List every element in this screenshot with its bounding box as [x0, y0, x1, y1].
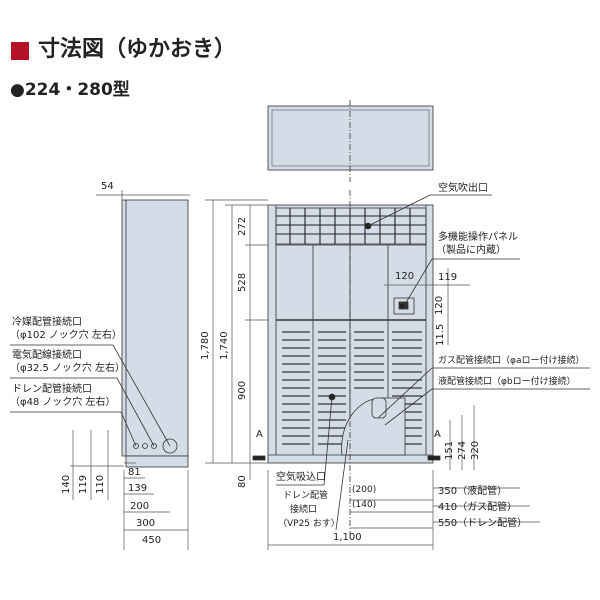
- dim-11-5: 11.5: [435, 323, 446, 346]
- dim-1100: 1,100: [333, 532, 362, 543]
- air-inlet-label: 空気吸込口: [276, 472, 326, 483]
- dim-1740: 1,740: [219, 331, 230, 360]
- dim-140-paren: (140): [352, 500, 377, 510]
- refrigerant-knock-label: （φ102 ノック穴 左右）: [10, 330, 122, 341]
- dim-119: 119: [78, 474, 89, 494]
- side-view: [121, 199, 189, 457]
- drain-knock-label: （φ48 ノック穴 左右）: [10, 397, 116, 408]
- dim-274: 274: [457, 440, 468, 460]
- title-marker: [11, 42, 29, 60]
- dim-272: 272: [237, 216, 248, 236]
- gas-port-label: ガス配管接続口（φaロー付け接続）: [438, 356, 585, 366]
- dim-528: 528: [237, 272, 248, 292]
- dim-550: 550（ドレン配管）: [438, 518, 528, 529]
- dim-900: 900: [237, 380, 248, 400]
- dim-300: 300: [136, 518, 156, 529]
- dim-450: 450: [142, 535, 162, 546]
- section-a-right: A: [434, 429, 441, 440]
- page-title: 寸法図（ゆかおき）: [38, 37, 237, 62]
- electric-port-label: 電気配線接続口: [12, 350, 82, 361]
- dim-80: 80: [237, 475, 248, 488]
- drain-pipe-label-3: （VP25 おす）: [278, 519, 340, 529]
- dim-410: 410（ガス配管）: [438, 502, 518, 513]
- top-view: [267, 105, 434, 171]
- refrigerant-port-label: 冷媒配管接続口: [12, 317, 82, 328]
- dim-140: 140: [61, 474, 72, 494]
- dim-200-paren: (200): [352, 485, 377, 495]
- panel-label: 多機能操作パネル: [438, 232, 518, 243]
- drain-pipe-label: ドレン配管: [283, 491, 329, 501]
- dim-139: 139: [128, 483, 148, 494]
- dim-200: 200: [130, 501, 150, 512]
- dim-151: 151: [444, 440, 455, 460]
- air-outlet-label: 空気吹出口: [438, 183, 488, 194]
- dim-120-horizontal: 120: [395, 271, 415, 282]
- dim-120-vertical: 120: [434, 295, 445, 315]
- dim-119-right: 119: [438, 272, 458, 283]
- model-label: ●224・280型: [10, 80, 130, 100]
- dim-1780: 1,780: [200, 331, 211, 360]
- dim-54: 54: [101, 181, 114, 192]
- liquid-port-label: 液配管接続口（φbロー付け接続）: [438, 377, 576, 387]
- air-outlet-grill: [275, 207, 427, 245]
- dim-320: 320: [470, 440, 481, 460]
- section-a-left: A: [256, 429, 263, 440]
- drain-pipe-label-2: 接続口: [290, 505, 318, 515]
- panel-note-label: （製品に内蔵）: [436, 245, 506, 256]
- dim-350: 350（液配管）: [438, 486, 508, 497]
- dim-110: 110: [95, 474, 106, 494]
- dim-81: 81: [128, 467, 141, 478]
- drain-port-label: ドレン配管接続口: [12, 384, 92, 395]
- electric-knock-label: （φ32.5 ノック穴 左右）: [10, 363, 126, 374]
